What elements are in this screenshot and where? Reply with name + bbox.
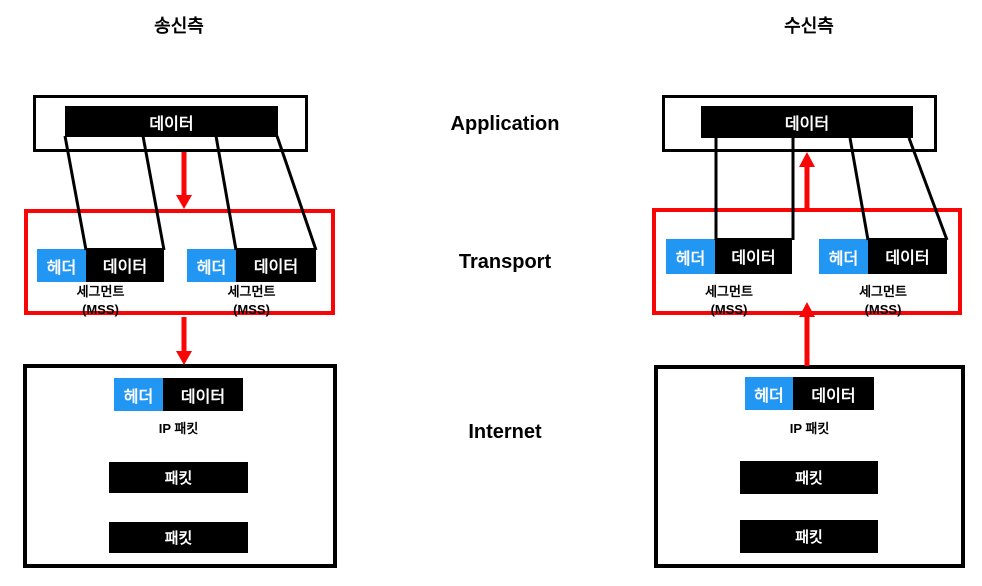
receiver-application-data-bar: 데이터 — [701, 106, 913, 138]
receiver-packet-2: 패킷 — [740, 520, 878, 553]
receiver-segment-2-header: 헤더 — [819, 239, 868, 274]
sender-ip-header: 헤더 — [114, 378, 163, 411]
receiver-ip-header: 헤더 — [745, 377, 793, 410]
sender-ip-data: 데이터 — [163, 378, 243, 411]
arrow-up-transport-to-app-icon — [799, 152, 815, 211]
sender-segment-1-header: 헤더 — [37, 249, 86, 282]
sender-ip-packet-label: IP 패킷 — [158, 421, 199, 436]
receiver-ip-packet-label: IP 패킷 — [789, 421, 830, 436]
receiver-ip-data: 데이터 — [793, 377, 874, 410]
arrow-down-transport-to-internet-icon — [176, 317, 192, 365]
sender-segment-1-caption: 세그먼트 — [76, 284, 125, 299]
sender-segment-2-caption: 세그먼트 — [227, 284, 276, 299]
layer-label-internet: Internet — [468, 421, 542, 443]
sender-segment-1-mss: (MSS) — [82, 302, 119, 317]
receiver-segment-2-data: 데이터 — [868, 238, 947, 274]
sender-segment-1-data: 데이터 — [86, 248, 164, 282]
receiver-segment-2-caption: 세그먼트 — [859, 284, 907, 299]
sender-segment-2-mss: (MSS) — [233, 302, 270, 317]
sender-title: 송신측 — [154, 16, 204, 36]
receiver-segment-1-mss: (MSS) — [710, 302, 748, 317]
receiver-segment-1-header: 헤더 — [666, 239, 715, 274]
layer-label-transport: Transport — [458, 251, 552, 273]
receiver-title: 수신측 — [784, 16, 834, 36]
sender-packet-1: 패킷 — [109, 462, 248, 493]
arrow-down-app-to-transport-icon — [176, 152, 192, 209]
sender-segment-2-header: 헤더 — [187, 249, 236, 282]
receiver-segment-1-data: 데이터 — [715, 238, 792, 274]
layer-label-application: Application — [450, 113, 560, 135]
sender-application-data-bar: 데이터 — [65, 106, 278, 137]
receiver-packet-1: 패킷 — [740, 461, 878, 494]
receiver-segment-2-mss: (MSS) — [864, 302, 902, 317]
sender-segment-2-data: 데이터 — [236, 248, 316, 282]
receiver-segment-1-caption: 세그먼트 — [705, 284, 753, 299]
sender-packet-2: 패킷 — [109, 522, 248, 553]
